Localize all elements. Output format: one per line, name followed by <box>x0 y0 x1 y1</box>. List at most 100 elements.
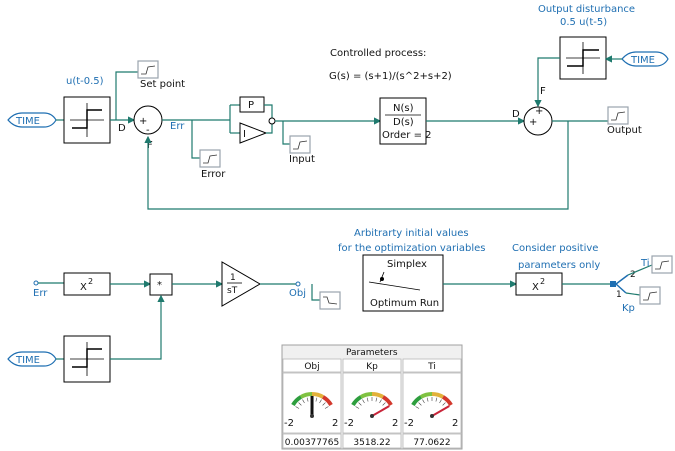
gauge-needle <box>431 405 450 417</box>
ti-label: Ti <box>640 258 650 269</box>
wire-feedback <box>144 121 569 210</box>
obj-scope[interactable] <box>319 291 341 310</box>
kp-scope[interactable] <box>639 286 661 305</box>
gauge-arc-segment <box>291 395 303 407</box>
pos-note-1: Consider positive <box>512 243 598 254</box>
time-source-top[interactable]: TIME <box>7 112 57 128</box>
simplex-label: Simplex <box>387 259 427 270</box>
kp-label: Kp <box>622 303 635 314</box>
gauge-value: 0.00377765 <box>285 438 339 448</box>
time-label-dist: TIME <box>630 55 655 66</box>
int-den: sT <box>227 286 238 296</box>
time-label-bottom: TIME <box>15 355 40 366</box>
time-source-disturbance[interactable]: TIME <box>621 51 669 67</box>
time-source-bottom[interactable]: TIME <box>7 351 57 367</box>
gauge-header: Obj <box>304 362 319 372</box>
gauge-arc-segment <box>360 392 373 399</box>
obj-output-port[interactable] <box>295 281 301 287</box>
sum2-d-label: D <box>512 109 520 120</box>
square-block-err[interactable]: X 2 <box>63 272 111 296</box>
optimum-run-label: Optimum Run <box>370 298 439 309</box>
wire-dist-sum <box>534 57 560 108</box>
input-scope[interactable] <box>289 135 311 154</box>
sum2-f-label: F <box>540 86 546 97</box>
output-summing-junction[interactable]: + + <box>523 106 553 136</box>
param-demux-switch[interactable] <box>610 274 629 294</box>
error-scope[interactable] <box>199 149 221 168</box>
input-label: Input <box>289 154 315 165</box>
output-scope[interactable] <box>607 106 629 125</box>
output-label: Output <box>607 125 642 136</box>
disturbance-title: Output disturbance <box>538 4 635 15</box>
multiply-block[interactable]: * <box>149 273 173 296</box>
err-label-top: Err <box>170 121 185 132</box>
time-label-top: TIME <box>15 116 40 127</box>
gauge-arc-segment <box>300 392 313 399</box>
gauge-max-label: 2 <box>452 418 458 429</box>
gauge-arc-segment <box>381 395 393 407</box>
opt-note-1: Arbitrarty initial values <box>354 228 469 239</box>
gauge-arc-segment <box>420 392 433 399</box>
optimizer-block[interactable]: Simplex Optimum Run <box>362 254 444 312</box>
process-tf: G(s) = (s+1)/(s^2+s+2) <box>329 71 452 82</box>
wire-to-obj-scope <box>311 284 320 301</box>
switch-2-label: 2 <box>630 270 636 280</box>
wire-to-kp <box>625 292 641 296</box>
gauge-arc-segment <box>351 395 363 407</box>
square-block-params[interactable]: X 2 <box>515 272 563 296</box>
gauge-header: Kp <box>366 362 378 372</box>
disturbance-step-block[interactable] <box>559 36 607 80</box>
tf-order: Order = 2 <box>382 130 432 141</box>
wire-to-ti <box>627 264 653 276</box>
err-input-port[interactable] <box>33 280 39 286</box>
gauge-min-label: -2 <box>404 418 414 429</box>
obj-label: Obj <box>289 288 306 299</box>
pos-note-2: parameters only <box>518 260 600 271</box>
wire-to-error-scope <box>191 120 200 159</box>
gauge-arc-segment <box>411 395 423 407</box>
err-label-bottom: Err <box>33 288 48 299</box>
panel-title: Parameters <box>346 348 398 358</box>
step-block-top[interactable] <box>63 96 111 144</box>
setpoint-label: Set point <box>140 79 185 90</box>
error-label: Error <box>201 169 226 180</box>
opt-note-2: for the optimization variables <box>338 243 485 254</box>
wire-to-input-scope <box>282 121 290 145</box>
sum1-d-label: D <box>118 123 126 134</box>
disturbance-expr: 0.5 u(t-5) <box>560 17 607 28</box>
ti-scope[interactable] <box>651 255 673 274</box>
integrator-block[interactable]: 1 sT <box>221 261 261 307</box>
error-summing-junction[interactable]: + - <box>133 105 163 136</box>
gauge-arc-segment <box>311 392 324 399</box>
i-label: I <box>243 129 246 140</box>
sum2-plus-d: + <box>529 117 537 128</box>
square-base-1: X <box>80 282 87 293</box>
gauge-max-label: 2 <box>332 418 338 429</box>
square-exp-1: 2 <box>88 277 93 286</box>
p-gain-block[interactable]: P <box>239 96 265 113</box>
switch-1-label: 1 <box>616 290 622 300</box>
gauge-arc-segment <box>441 395 453 407</box>
sum1-plus: + <box>139 116 147 127</box>
gauge-min-label: -2 <box>344 418 354 429</box>
gauge-value: 77.0622 <box>413 438 450 448</box>
pi-summing-node[interactable] <box>268 117 276 125</box>
sum2-plus-f: + <box>535 106 543 117</box>
gauge-arc-segment <box>371 392 384 399</box>
tf-den: D(s) <box>393 117 414 128</box>
sum1-minus: - <box>146 125 150 136</box>
transfer-function-block[interactable]: N(s) D(s) Order = 2 <box>379 97 432 145</box>
i-integrator-block[interactable]: I <box>239 122 268 144</box>
gauge-header: Ti <box>427 362 436 372</box>
tf-num: N(s) <box>393 103 414 114</box>
square-base-2: X <box>532 282 539 293</box>
gauge-value: 3518.22 <box>353 438 390 448</box>
wire-p-out <box>264 104 273 118</box>
wire-step-mult <box>110 294 165 360</box>
gauge-max-label: 2 <box>392 418 398 429</box>
step-block-bottom[interactable] <box>63 335 111 383</box>
setpoint-scope[interactable] <box>137 60 159 79</box>
